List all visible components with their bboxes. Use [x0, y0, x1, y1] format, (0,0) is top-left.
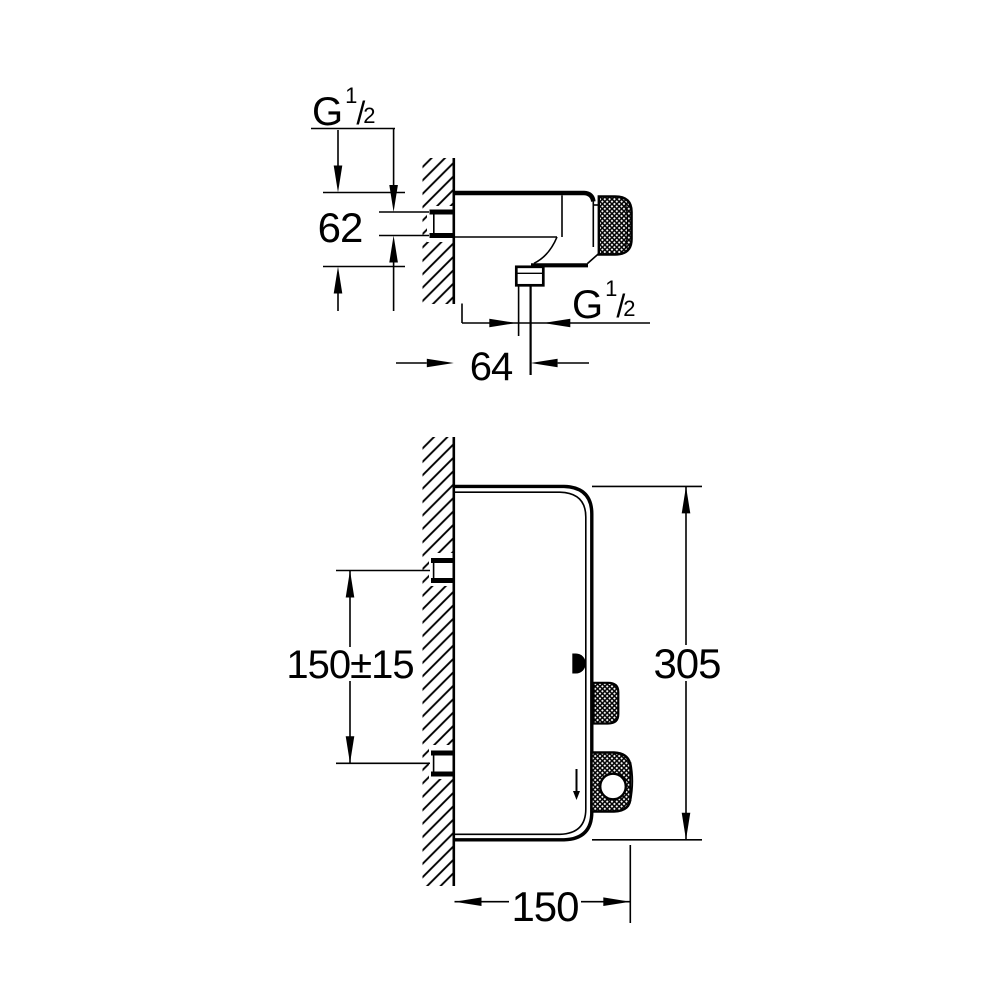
inlet-fitting-bottom-bar [429, 233, 454, 238]
bracket-bar [431, 578, 454, 583]
arrowhead-left [454, 897, 482, 906]
arrowhead-right [603, 897, 631, 906]
dim-label-150-15: 150±15 [286, 643, 413, 687]
arrowhead-down [681, 812, 691, 840]
bracket-bar [431, 771, 454, 777]
hose-fitting [514, 265, 545, 287]
dim-label-64: 64 [470, 345, 513, 389]
arrowhead-down [333, 165, 343, 193]
upper-knob-knurl [592, 681, 620, 725]
dim-label-150: 150 [511, 883, 578, 930]
arrowhead-up [389, 235, 398, 263]
bracket-bar [431, 558, 454, 563]
temperature-knob-knurl [597, 195, 633, 256]
arrowhead-down [345, 736, 355, 764]
temperature-knob-face-line [624, 202, 629, 249]
label-backing [284, 647, 416, 681]
select-button-mark [572, 653, 586, 674]
mounting-bracket-lower [431, 750, 454, 777]
label-backing [509, 886, 581, 919]
arrowhead-up [333, 266, 343, 294]
boss-knob-chamfer [586, 252, 600, 265]
dimension-150-15: 150±15 [284, 569, 430, 765]
wall-hatch-side [422, 437, 454, 886]
dim-label-305: 305 [653, 640, 720, 687]
dimension-64: 64 [396, 345, 589, 389]
flow-arrowhead-down [573, 791, 580, 800]
product-profile-inner [453, 491, 587, 836]
product-profile-outer [453, 484, 594, 842]
dim-label-62: 62 [318, 204, 363, 251]
arrowhead-right [489, 318, 517, 328]
arrowhead-up [345, 570, 355, 598]
valve-body-top-edge [453, 190, 596, 202]
arrowhead-down [389, 185, 398, 212]
label-backing [650, 645, 724, 681]
arrowhead-right [426, 358, 454, 368]
flow-arrow [573, 769, 580, 800]
dimension-305: 305 [592, 485, 724, 841]
mounting-bracket-upper [431, 558, 454, 583]
outlet-boss-curve [533, 236, 558, 265]
arrowhead-left [543, 318, 571, 328]
inlet-fitting-top-bar [429, 209, 454, 215]
bracket-bar [431, 750, 454, 756]
side-view: 150±15 305 150 [284, 437, 724, 930]
dimension-62: 62 [318, 130, 405, 311]
dimension-150: 150 [454, 845, 632, 930]
arrowhead-up [681, 486, 691, 514]
arrowhead-left [530, 358, 558, 368]
lower-knob-circle [599, 772, 628, 801]
